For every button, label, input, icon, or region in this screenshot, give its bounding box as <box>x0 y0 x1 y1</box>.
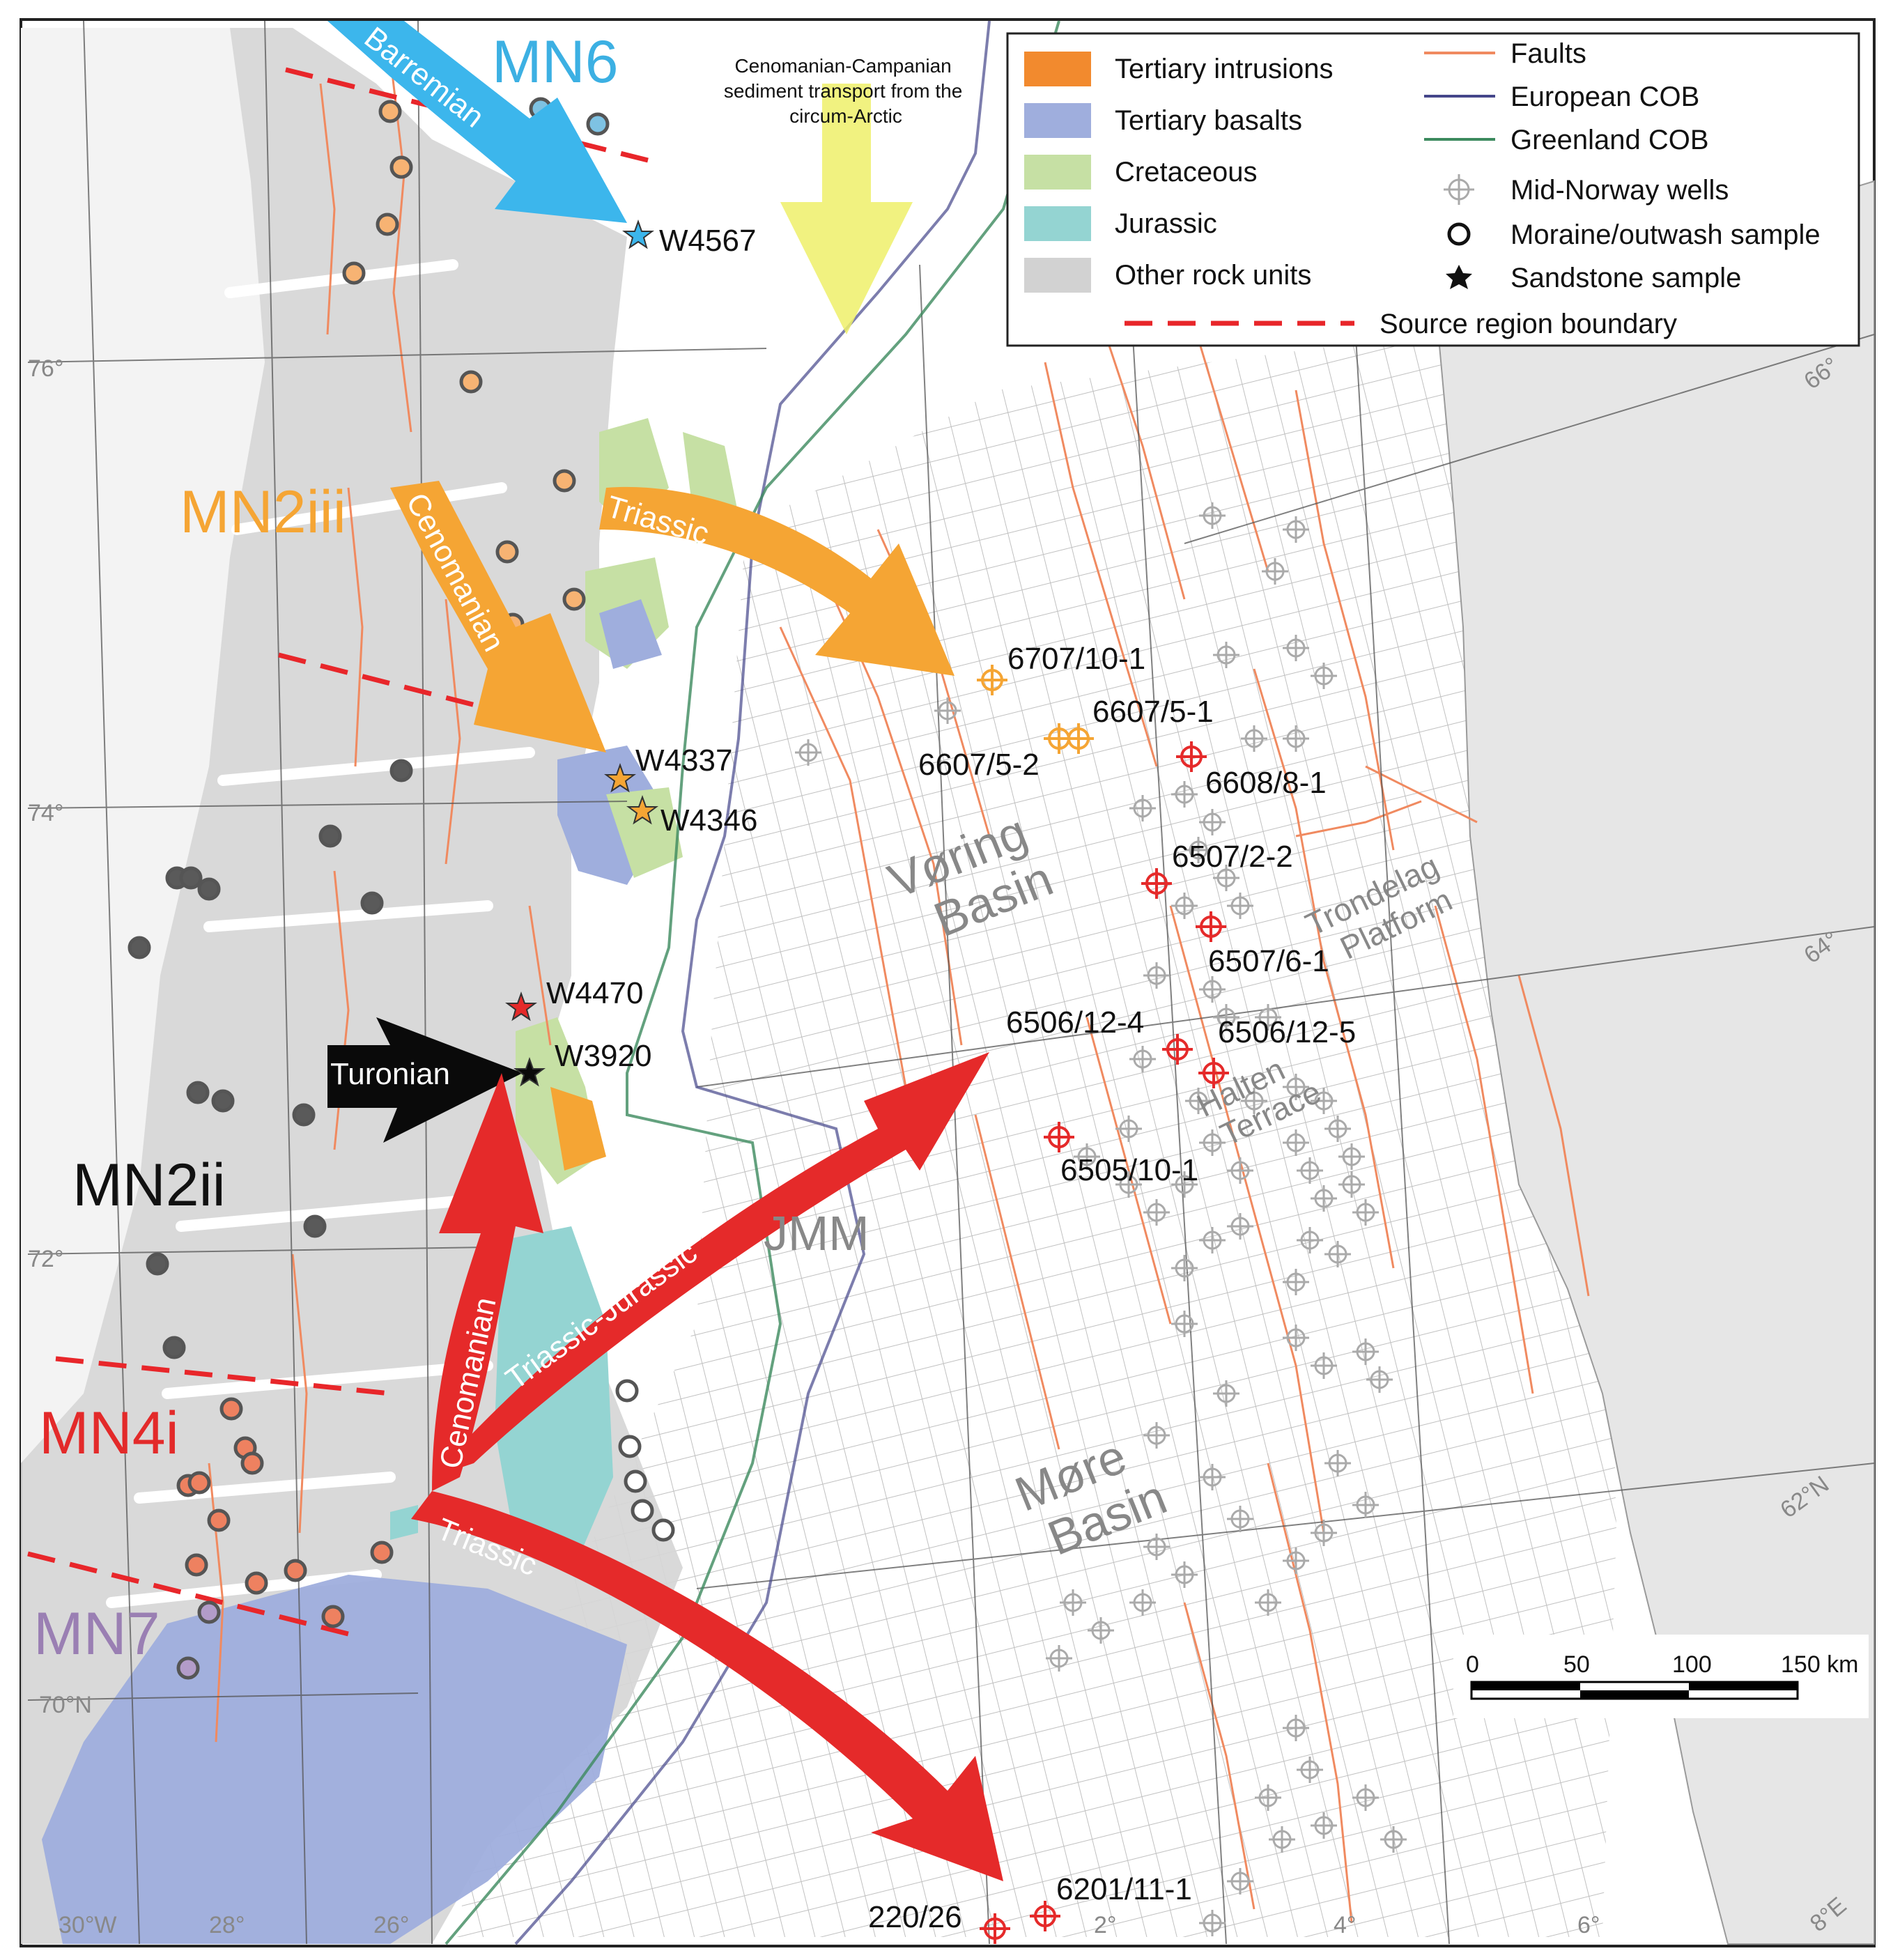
lat-label-74: 74° <box>28 800 63 826</box>
lat-label-76: 76° <box>28 355 63 382</box>
arrow-barremian <box>327 21 627 223</box>
legend-symbol-crosshair <box>1444 174 1474 205</box>
legend-box <box>1006 32 1860 347</box>
legend-label-line-0: Faults <box>1510 38 1586 69</box>
greenland-cob <box>445 20 1060 1945</box>
transport-arrows <box>327 21 1003 1881</box>
legend-swatch-1 <box>1024 103 1091 138</box>
ice-sheet <box>21 28 265 1463</box>
arrow-triassic-jurassic <box>432 1052 989 1477</box>
star-w4470 <box>505 991 537 1021</box>
star-w4337 <box>604 763 636 793</box>
legend-label-unit-1: Tertiary basalts <box>1115 105 1302 136</box>
region-label-mn4i: MN4i <box>39 1400 179 1467</box>
sandstone-samples <box>505 219 658 1087</box>
lon-label-30w: 30°W <box>59 1912 117 1938</box>
star-w4567 <box>622 219 654 249</box>
well-label-6506-12-4: 6506/12-4 <box>1006 1005 1144 1040</box>
well-label-6507-6-1: 6507/6-1 <box>1208 944 1329 978</box>
lon-label-26: 26° <box>373 1912 409 1938</box>
legend-label-moraine: Moraine/outwash sample <box>1510 219 1821 250</box>
moraine-samples <box>128 97 675 1680</box>
legend-label-unit-2: Cretaceous <box>1115 157 1258 187</box>
geology-patches <box>42 418 739 1944</box>
arrow-turonian <box>327 1017 523 1143</box>
lon-label-4: 4° <box>1334 1912 1357 1938</box>
transport-note: Cenomanian-Campanian sediment transport … <box>724 55 968 127</box>
legend-label-line-1: European COB <box>1510 82 1699 112</box>
well-label-6607-5-2: 6607/5-2 <box>918 748 1040 782</box>
sample-label-w4346: W4346 <box>660 803 757 838</box>
legend-label-sandstone: Sandstone sample <box>1510 263 1741 293</box>
sample-label-w4337: W4337 <box>635 743 732 778</box>
arrow-triassic-lower <box>411 1491 1003 1881</box>
lon-label-28: 28° <box>209 1912 245 1938</box>
scale-tick-3: 150 km <box>1781 1651 1859 1678</box>
well-label-6707-10-1: 6707/10-1 <box>1007 642 1145 676</box>
legend-label-wells: Mid-Norway wells <box>1510 175 1729 206</box>
seismic-grid <box>453 327 1616 1937</box>
star-w4346 <box>626 795 658 825</box>
region-label-mn2iii: MN2iii <box>180 479 346 546</box>
well-label-6607-5-1: 6607/5-1 <box>1092 695 1214 729</box>
arrow-cenomanian-lower <box>432 1073 543 1491</box>
well-label-6201-11-1: 6201/11-1 <box>1056 1872 1192 1906</box>
scale-tick-1: 50 <box>1563 1651 1590 1678</box>
arrow-cenomanian-upper <box>390 481 606 753</box>
lon-label-2: 2° <box>1094 1912 1117 1938</box>
scale-tick-0: 0 <box>1466 1651 1479 1678</box>
sample-label-w4567: W4567 <box>659 224 756 258</box>
european-cob <box>514 20 991 1945</box>
legend-swatch-2 <box>1024 155 1091 190</box>
well-label-6505-10-1: 6505/10-1 <box>1060 1153 1198 1187</box>
label-jmm: JMM <box>764 1206 870 1260</box>
well-label-6507-2-2: 6507/2-2 <box>1172 840 1293 874</box>
legend-label-unit-4: Other rock units <box>1115 260 1311 291</box>
sample-label-w4470: W4470 <box>546 976 643 1010</box>
legend-label-unit-3: Jurassic <box>1115 208 1217 239</box>
mid-norway-wells <box>795 502 1407 1936</box>
sample-label-w3920: W3920 <box>555 1039 651 1073</box>
lon-label-6: 6° <box>1577 1912 1600 1938</box>
legend-label-line-2: Greenland COB <box>1510 125 1709 155</box>
scale-bar: 0 50 100 150 km <box>1453 1635 1869 1718</box>
region-label-mn6: MN6 <box>492 29 619 95</box>
arrow-label-turonian: Turonian <box>330 1057 450 1091</box>
legend-swatch-4 <box>1024 258 1091 293</box>
legend-label-unit-0: Tertiary intrusions <box>1115 54 1333 84</box>
arrow-triassic-upper <box>599 486 955 676</box>
legend-swatch-0 <box>1024 52 1091 86</box>
lat-label-70: 70°N <box>39 1692 92 1718</box>
offshore-faults <box>779 292 1590 1924</box>
highlighted-wells <box>977 665 1229 1944</box>
arrow-circum-arctic <box>780 84 913 334</box>
star-w3920 <box>513 1057 546 1087</box>
legend-label-boundary: Source region boundary <box>1380 309 1677 339</box>
legend-symbol-ring <box>1447 222 1471 246</box>
legend-symbol-star <box>1446 265 1472 289</box>
well-label-220-26: 220/26 <box>868 1900 962 1934</box>
region-label-mn2ii: MN2ii <box>72 1152 226 1219</box>
lat-label-72: 72° <box>28 1246 63 1272</box>
scale-tick-2: 100 <box>1672 1651 1712 1678</box>
region-label-mn7: MN7 <box>33 1600 160 1667</box>
legend-swatch-3 <box>1024 206 1091 241</box>
well-label-6506-12-5: 6506/12-5 <box>1218 1015 1356 1049</box>
well-label-6608-8-1: 6608/8-1 <box>1205 766 1327 800</box>
